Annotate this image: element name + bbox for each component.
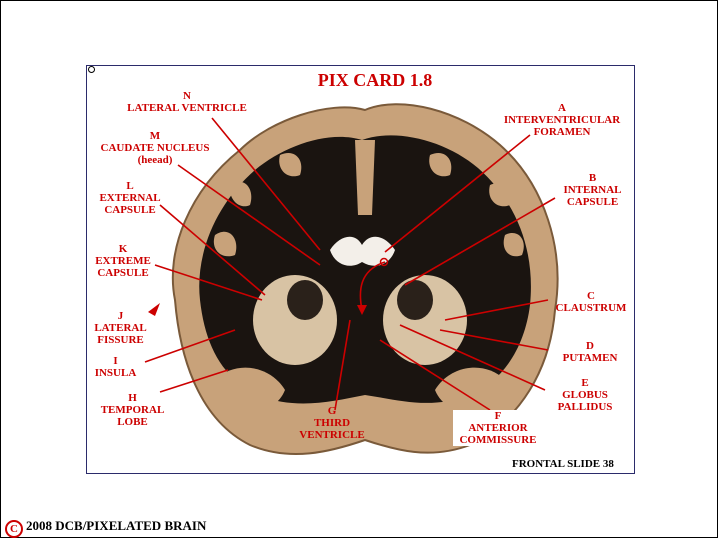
slide-label: FRONTAL SLIDE 38	[512, 458, 614, 470]
left-temporal-lobe	[215, 367, 285, 414]
right-temporal-lobe	[435, 367, 505, 414]
copyright-icon: C	[5, 520, 23, 538]
lateral-ventricles	[330, 236, 395, 266]
leader-lines	[144, 117, 556, 411]
gyri-folds	[213, 140, 524, 257]
copyright-text: 2008 DCB/PIXELATED BRAIN	[26, 518, 207, 533]
card-title: PIX CARD 1.8	[317, 70, 433, 90]
corner-marker	[88, 66, 95, 73]
